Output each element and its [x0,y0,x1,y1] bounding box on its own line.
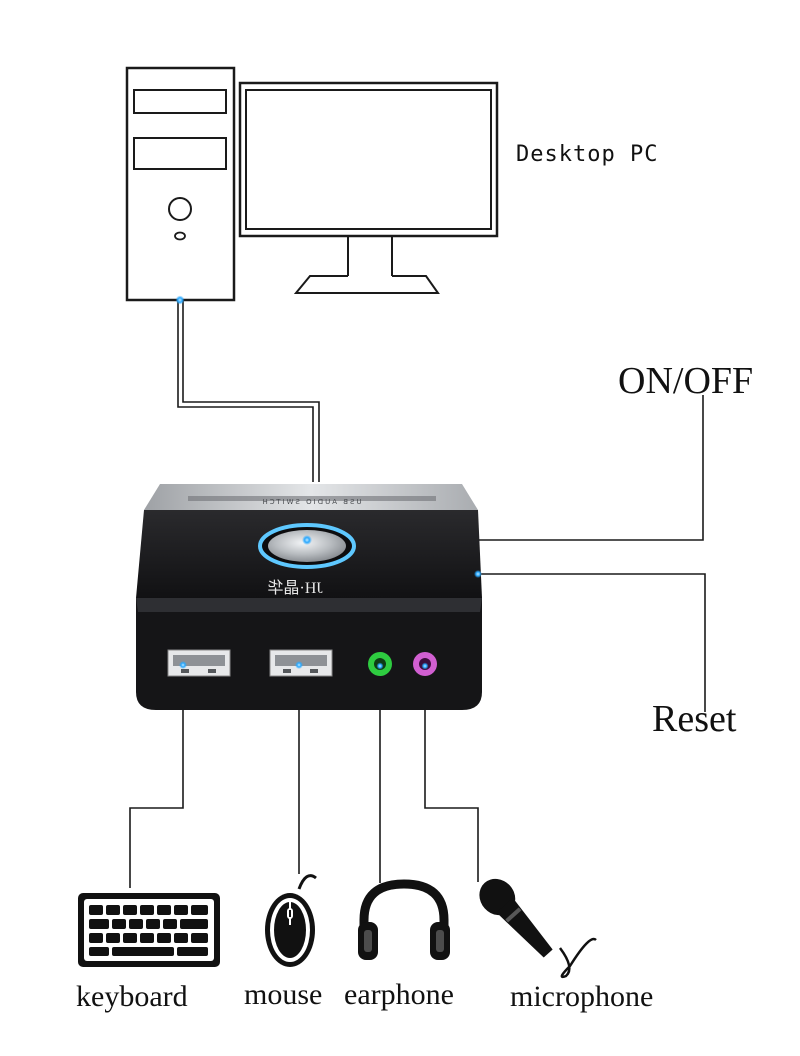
microphone-jack-icon [413,652,437,676]
keyboard-icon [78,893,220,967]
headphones-icon [358,879,450,960]
keyboard-leader [129,665,184,888]
pc-tower-icon [125,66,236,302]
reset-led [474,570,482,578]
usb-port-mouse-icon [269,649,333,677]
on-off-label: ON/OFF [618,360,754,402]
keyboard-label: keyboard [76,980,188,1013]
usb-switch-device [136,295,482,710]
earphone-label: earphone [344,978,454,1011]
device-top-strip-text: USB AUDIO SWITCH [260,498,361,506]
monitor-icon [238,81,499,294]
microphone-icon [479,878,597,979]
usb-port-keyboard-icon [167,649,231,677]
pc-cable [177,301,314,482]
power-button [258,523,356,569]
reset-label: Reset [652,698,737,740]
microphone-leader [424,666,479,882]
reset-leader [478,573,706,712]
microphone-label: microphone [510,980,654,1013]
earphone-jack-icon [368,652,392,676]
desktop-pc-label: Desktop PC [516,142,659,167]
mouse-label: mouse [244,978,323,1011]
mouse-icon [265,874,317,967]
device-brand: JH·晶华 [267,579,322,597]
